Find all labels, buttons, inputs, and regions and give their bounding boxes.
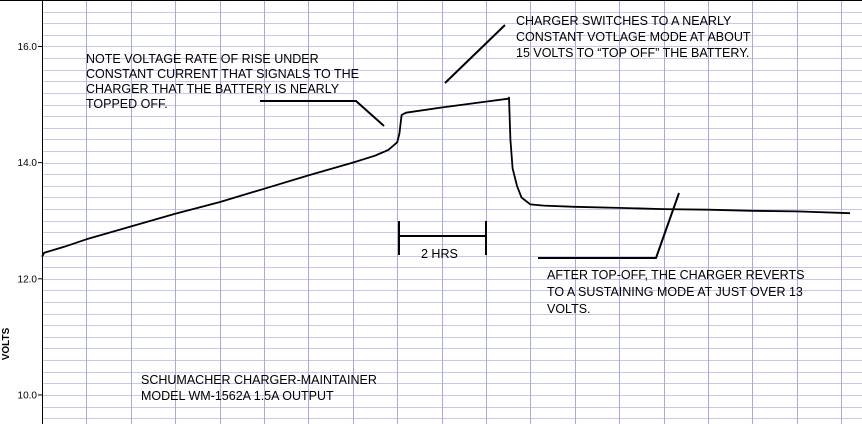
annotation-rise-line-1: NOTE VOLTAGE RATE OF RISE UNDER	[86, 52, 319, 66]
annotation-rise-line-3: CHARGER THAT THE BATTERY IS NEARLY	[86, 82, 340, 96]
annotation-sustain-line-3: VOLTS.	[547, 302, 591, 316]
y-tick-label: 10.0	[18, 390, 38, 401]
y-tick-label: 12.0	[18, 274, 38, 285]
y-axis-label: VOLTS	[1, 327, 12, 360]
charger-model-line-1: SCHUMACHER CHARGER-MAINTAINER	[141, 373, 377, 387]
pointer-rise-rate	[260, 100, 385, 127]
pointer-top-off-mode	[444, 24, 506, 84]
annotation-pointers	[260, 24, 680, 259]
charger-model-line-2: MODEL WM-1562A 1.5A OUTPUT	[141, 389, 334, 403]
voltage-line	[41, 96, 851, 258]
annotation-topoff-line-1: CHARGER SWITCHES TO A NEARLY	[516, 14, 732, 28]
pointer-sustaining-mode	[538, 192, 680, 259]
y-axis-ticks: 16.0 14.0 12.0 10.0	[18, 42, 42, 401]
y-tick-label: 14.0	[18, 158, 38, 169]
annotation-rise-line-4: TOPPED OFF.	[86, 97, 168, 111]
annotation-topoff-line-3: 15 VOLTS TO “TOP OFF” THE BATTERY.	[516, 46, 749, 60]
scale-bar-label: 2 HRS	[421, 247, 458, 261]
voltage-series	[41, 96, 851, 258]
annotation-sustain-line-2: TO A SUSTAINING MODE AT JUST OVER 13	[547, 285, 803, 299]
annotation-topoff-line-2: CONSTANT VOTLAGE MODE AT ABOUT	[516, 30, 751, 44]
y-tick-label: 16.0	[18, 42, 38, 53]
scale-bar-2hrs	[398, 221, 487, 255]
annotation-rise-line-2: CONSTANT CURRENT THAT SIGNALS TO THE	[86, 67, 359, 81]
annotation-sustain-line-1: AFTER TOP-OFF, THE CHARGER REVERTS	[547, 268, 804, 282]
